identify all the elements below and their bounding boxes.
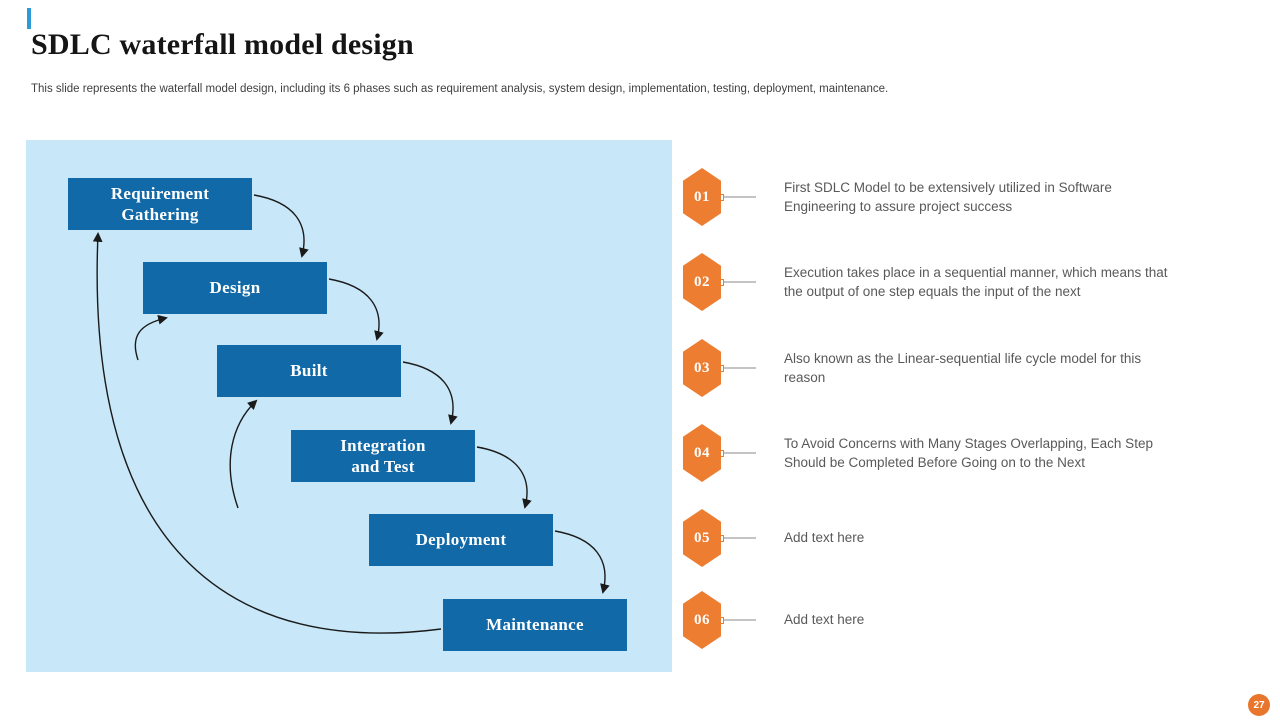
flow-box-design: Design: [143, 262, 327, 314]
connector: [717, 278, 756, 286]
flow-arrow-up-2: [229, 399, 258, 509]
page-subtitle: This slide represents the waterfall mode…: [31, 83, 889, 95]
point-number: 03: [694, 359, 710, 376]
flow-box-label: Design: [209, 278, 261, 298]
point-badge-03: 03: [683, 339, 721, 397]
flow-box-requirement-gathering: Requirement Gathering: [68, 178, 252, 230]
point-text: Add text here: [784, 530, 865, 546]
flow-box-maintenance: Maintenance: [443, 599, 627, 651]
point-text: To Avoid Concerns with Many Stages Overl…: [784, 435, 1153, 470]
connector: [717, 193, 756, 201]
flow-arrow-down-2: [328, 278, 384, 341]
flow-box-label: Maintenance: [486, 615, 584, 635]
point-number: 04: [694, 444, 710, 461]
point-number: 05: [694, 529, 710, 546]
flow-box-label: Gathering: [121, 205, 199, 224]
page-title: SDLC waterfall model design: [31, 28, 414, 61]
connector-line: [724, 196, 756, 198]
connector-line: [724, 367, 756, 369]
point-number: 06: [694, 611, 710, 628]
flow-arrow-down-1: [253, 194, 309, 258]
point-number: 02: [694, 273, 710, 290]
point-row-03: 03 Also known as the Linear-sequential l…: [683, 328, 1243, 408]
connector-line: [724, 452, 756, 454]
connector: [717, 449, 756, 457]
point-text: Add text here: [784, 612, 865, 628]
point-number: 01: [694, 188, 710, 205]
point-row-06: 06 Add text here: [683, 580, 1243, 660]
connector: [717, 364, 756, 372]
flow-box-integration-and-test: Integration and Test: [291, 430, 475, 482]
flow-arrow-up-1: [134, 314, 168, 361]
connector: [717, 534, 756, 542]
flow-arrow-down-4: [476, 446, 532, 509]
point-badge-01: 01: [683, 168, 721, 226]
flow-arrow-return: [92, 232, 442, 634]
flow-box-label: Built: [290, 361, 328, 381]
accent-bar: [27, 8, 31, 29]
flow-box-label: Requirement: [110, 183, 210, 203]
flow-arrow-down-5: [554, 530, 610, 594]
flow-box-built: Built: [217, 345, 401, 397]
point-badge-04: 04: [683, 424, 721, 482]
flow-box-label: Integration: [340, 435, 426, 455]
flow-box-label: and Test: [351, 457, 415, 476]
point-row-02: 02 Execution takes place in a sequential…: [683, 242, 1243, 322]
connector: [717, 616, 756, 624]
flow-arrows: [92, 194, 610, 634]
connector-line: [724, 619, 756, 621]
waterfall-diagram-panel: Requirement Gathering Design Built Integ…: [26, 140, 672, 672]
point-badge-06: 06: [683, 591, 721, 649]
point-row-01: 01 First SDLC Model to be extensively ut…: [683, 157, 1243, 237]
point-text: Also known as the Linear-sequential life…: [784, 350, 1142, 385]
point-badge-05: 05: [683, 509, 721, 567]
flow-box-label: Deployment: [415, 530, 507, 550]
point-badge-02: 02: [683, 253, 721, 311]
point-row-04: 04 To Avoid Concerns with Many Stages Ov…: [683, 413, 1243, 493]
connector-line: [724, 537, 756, 539]
point-text: First SDLC Model to be extensively utili…: [784, 179, 1112, 214]
page-number: 27: [1253, 699, 1265, 711]
point-row-05: 05 Add text here: [683, 498, 1243, 578]
point-text: Execution takes place in a sequential ma…: [784, 264, 1168, 299]
page-number-badge: 27: [1248, 694, 1270, 716]
flow-box-deployment: Deployment: [369, 514, 553, 566]
flow-arrow-down-3: [402, 361, 458, 425]
connector-line: [724, 281, 756, 283]
